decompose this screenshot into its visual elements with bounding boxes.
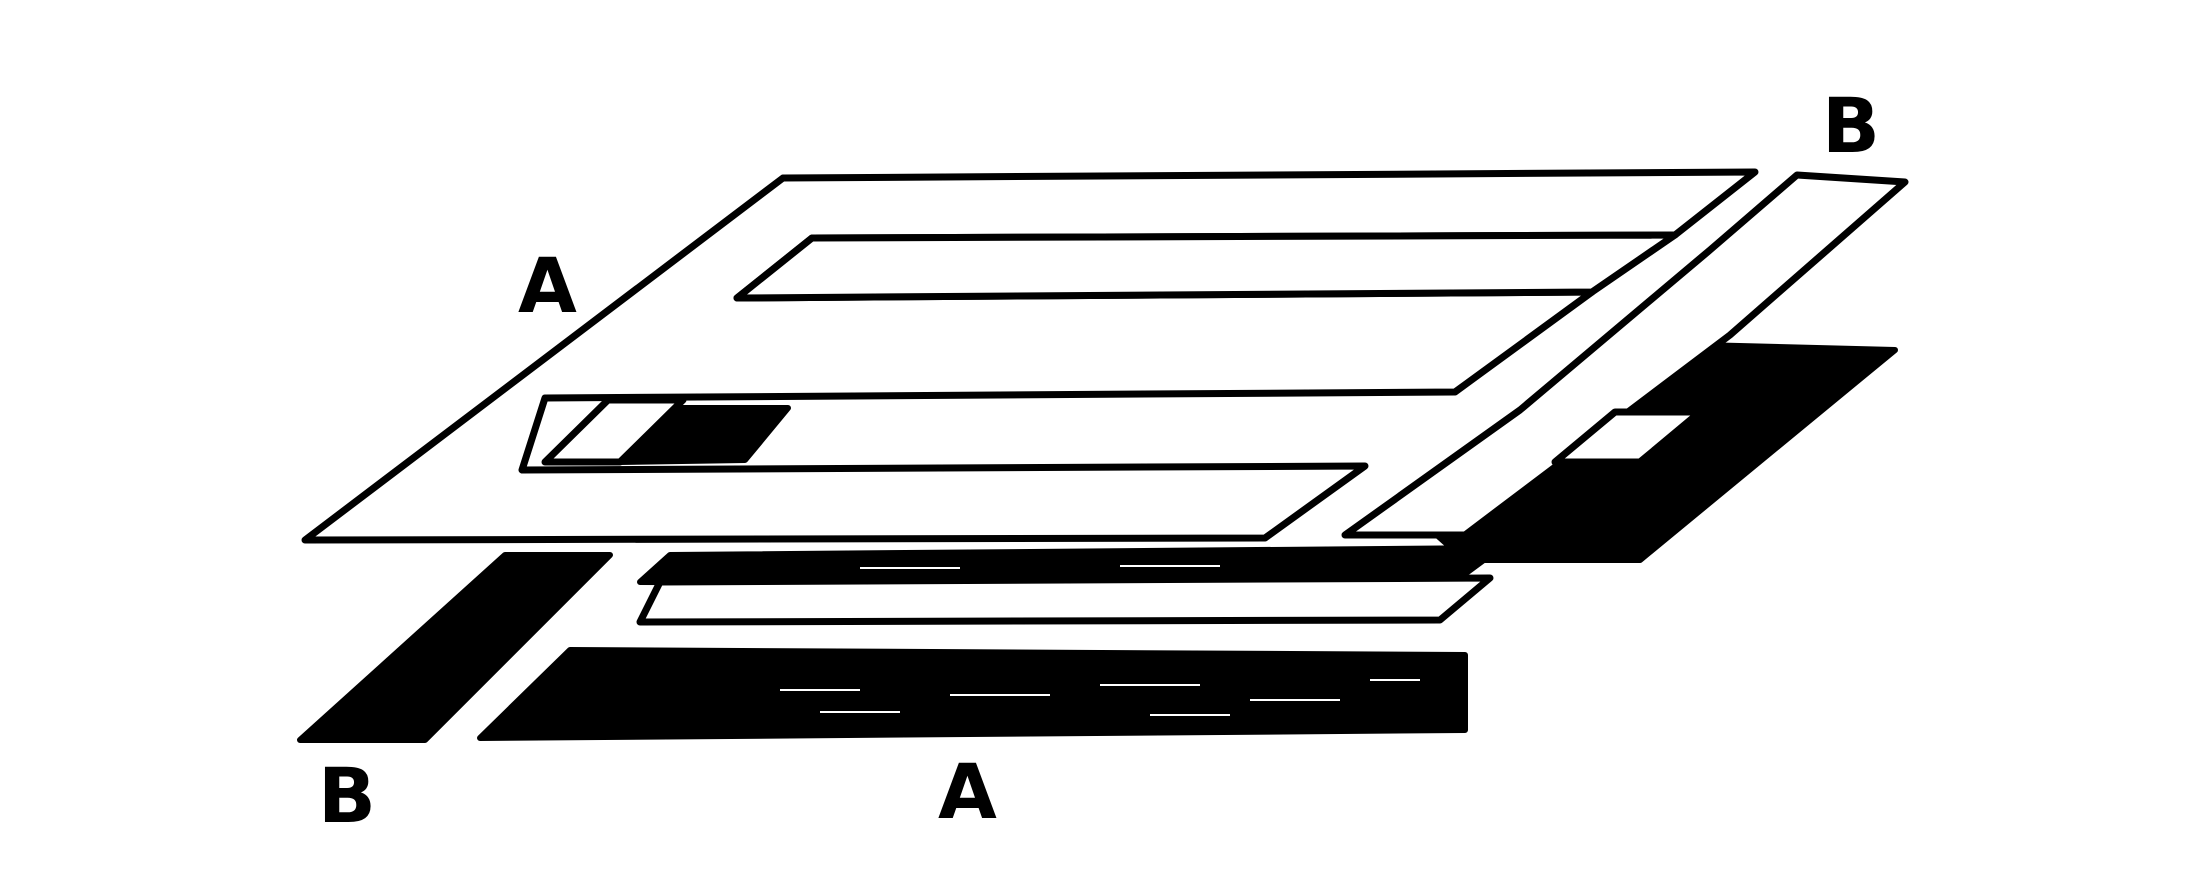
plate-a-white-window	[541, 396, 687, 466]
plate-a-texture-specks	[780, 565, 1420, 716]
label-a-bottom: A	[938, 747, 997, 836]
plate-b-upper	[1341, 171, 1909, 539]
label-a-top: A	[518, 241, 577, 330]
plate-b-white-window	[1551, 408, 1704, 466]
plate-a-upper	[301, 168, 1759, 544]
label-b-top: B	[1822, 81, 1880, 170]
plate-a-white-lower-ribbon	[636, 574, 1494, 626]
label-b-bottom: B	[318, 751, 376, 840]
plate-a-white-inner-slot	[733, 231, 1679, 302]
plate-a-lower	[477, 545, 1503, 741]
plate-b-white-strip	[1341, 171, 1909, 539]
plate-b-black-strip	[297, 552, 613, 743]
